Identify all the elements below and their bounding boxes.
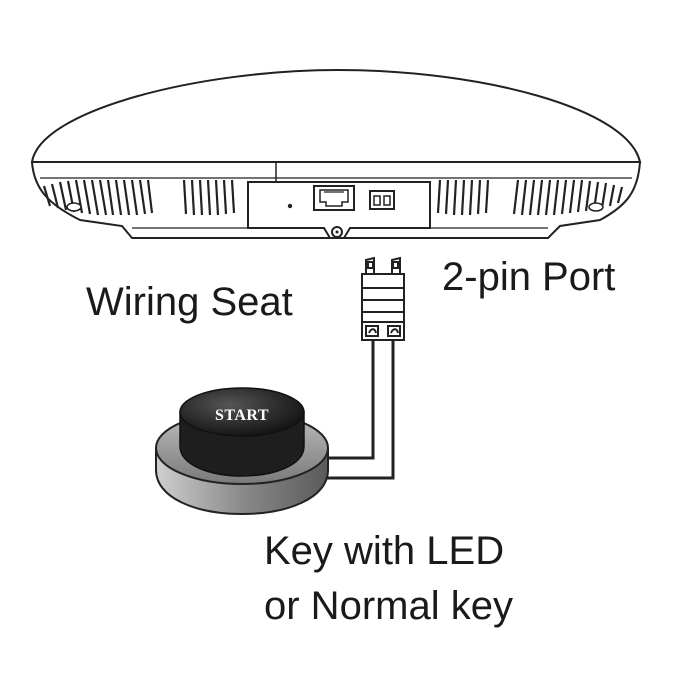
wire-2 bbox=[318, 340, 395, 480]
start-key-cap bbox=[179, 387, 305, 437]
key-label-line-1: Key with LED bbox=[264, 529, 505, 573]
left-foot bbox=[66, 202, 82, 212]
screw-icon bbox=[331, 226, 343, 238]
left-vent-inner bbox=[182, 179, 236, 216]
ethernet-port-icon bbox=[313, 185, 355, 211]
two-pin-port-label: 2-pin Port bbox=[442, 255, 616, 299]
right-vent-outer bbox=[512, 179, 624, 216]
two-pin-port-icon bbox=[369, 190, 395, 210]
start-key: START bbox=[155, 387, 329, 516]
wires bbox=[318, 340, 395, 480]
device bbox=[30, 68, 642, 239]
left-vent-outer bbox=[42, 179, 154, 216]
wire-1 bbox=[318, 340, 375, 460]
right-foot bbox=[588, 202, 604, 212]
led-dot bbox=[287, 203, 293, 209]
right-vent-inner bbox=[436, 179, 490, 216]
key-label-line-2: or Normal key bbox=[264, 584, 513, 628]
start-key-text: START bbox=[215, 407, 269, 424]
wiring-seat-connector bbox=[361, 256, 405, 341]
device-dome bbox=[30, 68, 642, 163]
wiring-seat-label: Wiring Seat bbox=[86, 280, 293, 324]
